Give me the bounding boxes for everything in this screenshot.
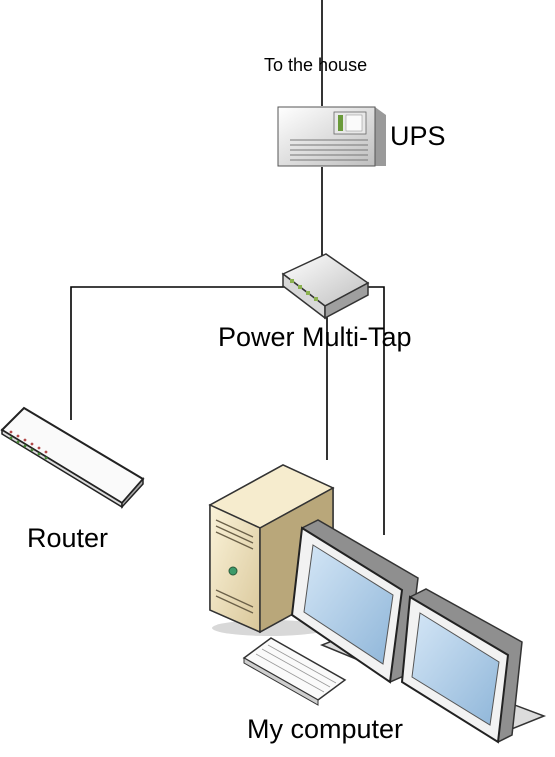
- ups-label: UPS: [390, 121, 446, 151]
- ups-icon: [277, 106, 386, 167]
- router-icon: [0, 406, 145, 509]
- computer-label: My computer: [247, 714, 403, 744]
- router-label: Router: [27, 523, 108, 553]
- to-house-label: To the house: [264, 55, 367, 75]
- multitap-to-router-wire: [70, 286, 285, 420]
- multi-tap-label: Power Multi-Tap: [218, 322, 412, 352]
- keyboard-icon: [242, 637, 347, 706]
- monitor-icon-right: [400, 588, 547, 744]
- power-strip-icon: [281, 253, 370, 320]
- monitor-icon-left: [290, 519, 419, 684]
